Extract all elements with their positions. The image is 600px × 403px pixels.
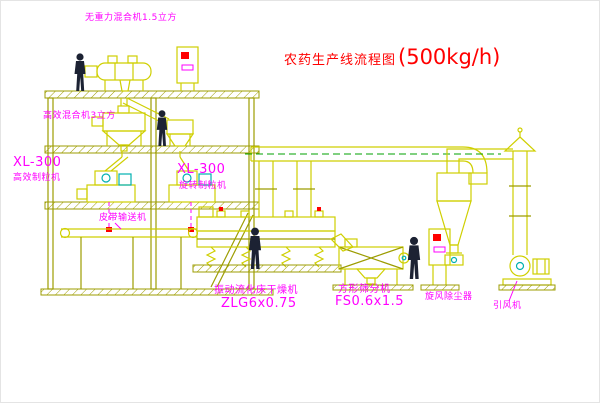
- exhaust-stack: [503, 127, 537, 255]
- feed-hopper-unit: [165, 119, 195, 147]
- worker-figure: [248, 227, 262, 269]
- title-capacity: (500kg/h): [398, 45, 501, 69]
- label-dryer-name: 振动流化床干燥机: [214, 285, 298, 296]
- belt-conveyor: [59, 222, 199, 289]
- drawing-title: 农药生产线流程图 (500kg/h): [284, 45, 500, 69]
- granulator-mid: [168, 170, 216, 232]
- control-cabinet-lower: [428, 228, 451, 285]
- label-granulator-mid-model: XL-300: [177, 162, 226, 177]
- label-granulator-left-name: 高效制粒机: [13, 173, 61, 183]
- label-granulator-mid-name: 旋转制粒机: [179, 181, 227, 191]
- title-text: 农药生产线流程图: [284, 53, 397, 68]
- label-mid-mixer: 高效混合机3立方: [43, 111, 116, 121]
- worker-figures: [74, 53, 421, 279]
- granulator-feed-chutes: [104, 151, 190, 172]
- worker-figure: [74, 53, 86, 91]
- induced-draft-fan: [502, 255, 552, 302]
- ground-lines: [332, 284, 556, 291]
- label-granulator-left-model: XL-300: [13, 155, 62, 170]
- label-belt-conveyor: 皮带输送机: [99, 213, 147, 223]
- label-top-mixer: 无重力混合机1.5立方: [85, 13, 177, 23]
- gravity-free-mixer: [84, 55, 152, 92]
- square-sifter: [329, 233, 410, 285]
- worker-figure: [407, 236, 421, 279]
- fluid-bed-dryer: [192, 206, 342, 273]
- label-sifter-name: 方形筛分机: [338, 284, 391, 295]
- building-structure: [40, 90, 274, 296]
- control-cabinet-upper: [176, 46, 199, 91]
- label-dryer-model: ZLG6x0.75: [221, 296, 297, 311]
- high-efficiency-mixer: [91, 105, 147, 152]
- cyclone-separator: [436, 148, 513, 266]
- exhaust-duct: [245, 146, 501, 217]
- worker-figure: [156, 110, 168, 146]
- label-fan: 引风机: [493, 301, 522, 311]
- label-sifter-model: FS0.6x1.5: [335, 294, 405, 309]
- label-cyclone: 旋风除尘器: [425, 292, 473, 302]
